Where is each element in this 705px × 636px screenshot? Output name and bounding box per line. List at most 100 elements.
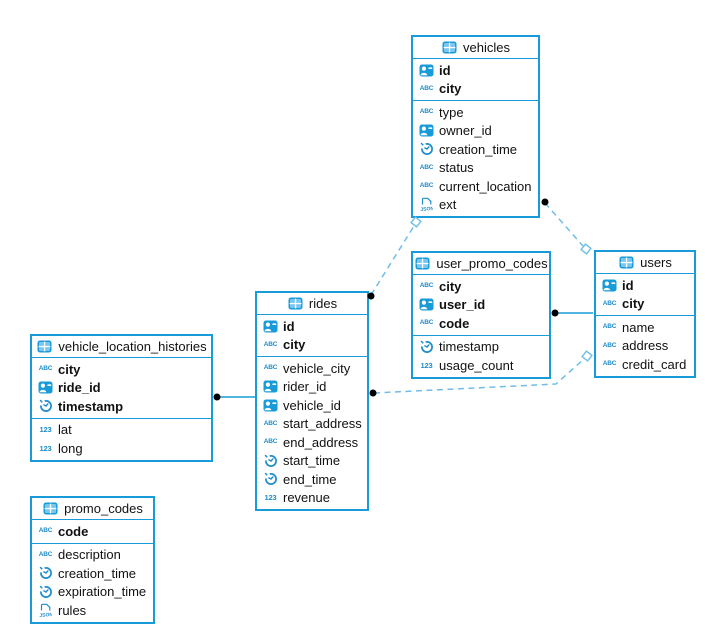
column-row: expiration_time xyxy=(32,583,153,602)
column-name: type xyxy=(439,104,464,120)
table-header[interactable]: users xyxy=(596,252,694,274)
uuid-icon xyxy=(262,379,279,394)
table-title: rides xyxy=(308,296,338,311)
column-row: owner_id xyxy=(413,122,538,141)
column-name: revenue xyxy=(283,490,330,506)
time-icon xyxy=(262,472,279,487)
relation-vehicles-users xyxy=(544,202,584,247)
column-name: end_time xyxy=(283,471,337,487)
time-icon xyxy=(37,584,54,599)
uuid-icon xyxy=(37,380,54,395)
relation-dot-marker xyxy=(541,198,549,206)
column-name: city xyxy=(622,296,645,312)
number-icon: 123 xyxy=(39,443,52,453)
column-row: creation_time xyxy=(413,140,538,159)
number-icon: 123 xyxy=(420,360,433,370)
svg-text:JSON: JSON xyxy=(420,206,433,212)
relation-dot-marker xyxy=(551,309,559,317)
column-name: long xyxy=(58,440,83,456)
column-name: end_address xyxy=(283,434,359,450)
column-name: code xyxy=(439,315,470,331)
text-icon: ABC xyxy=(419,319,434,326)
json-icon: JSON xyxy=(37,603,54,618)
column-row: 123 long xyxy=(32,439,211,458)
column-row: ABC name xyxy=(596,318,694,337)
uuid-icon xyxy=(418,297,435,312)
column-row: id xyxy=(413,61,538,80)
table-icon xyxy=(618,255,635,270)
column-name: id xyxy=(622,277,634,293)
uuid-icon xyxy=(601,278,618,293)
table-icon xyxy=(414,256,431,271)
text-icon: ABC xyxy=(419,282,434,289)
table-header[interactable]: user_promo_codes xyxy=(413,253,549,275)
table-header[interactable]: vehicle_location_histories xyxy=(32,336,211,358)
table-header[interactable]: vehicles xyxy=(413,37,538,59)
text-icon: ABC xyxy=(419,182,434,189)
column-name: name xyxy=(622,319,655,335)
column-name: description xyxy=(58,547,121,563)
text-icon: ABC xyxy=(263,419,278,427)
column-row: 123 revenue xyxy=(257,489,367,508)
column-row: start_time xyxy=(257,452,367,471)
table-title: users xyxy=(640,255,672,270)
column-name: start_time xyxy=(283,453,341,469)
table-header[interactable]: rides xyxy=(257,293,367,315)
text-icon: ABC xyxy=(263,340,278,348)
column-row: ABC city xyxy=(257,336,367,355)
table-icon xyxy=(36,339,53,354)
primary-key-section: ABC code xyxy=(32,520,153,543)
column-row: id xyxy=(596,276,694,295)
number-icon: 123 xyxy=(264,493,277,502)
column-name: rules xyxy=(58,602,87,618)
uuid-icon xyxy=(418,63,435,78)
column-name: id xyxy=(283,318,295,334)
table-icon xyxy=(441,40,458,55)
text-icon: ABC xyxy=(419,84,434,92)
column-name: status xyxy=(439,160,474,176)
column-name: vehicle_city xyxy=(283,360,351,376)
column-name: id xyxy=(439,62,451,78)
table-header[interactable]: promo_codes xyxy=(32,498,153,520)
table-title: vehicles xyxy=(463,40,510,55)
time-icon xyxy=(262,453,279,468)
text-icon: ABC xyxy=(263,364,278,371)
column-name: start_address xyxy=(283,416,362,432)
text-icon: ABC xyxy=(602,360,617,367)
column-row: vehicle_id xyxy=(257,396,367,415)
column-name: current_location xyxy=(439,178,532,194)
column-name: expiration_time xyxy=(58,584,147,600)
text-icon: ABC xyxy=(602,341,617,349)
column-row: ABC description xyxy=(32,546,153,565)
text-icon: ABC xyxy=(38,527,53,534)
column-name: timestamp xyxy=(58,398,124,414)
column-name: code xyxy=(58,523,89,539)
column-name: city xyxy=(283,337,306,353)
time-icon xyxy=(418,142,435,157)
text-icon: ABC xyxy=(38,365,53,372)
text-icon: ABC xyxy=(38,550,53,558)
text-icon: ABC xyxy=(602,323,617,330)
